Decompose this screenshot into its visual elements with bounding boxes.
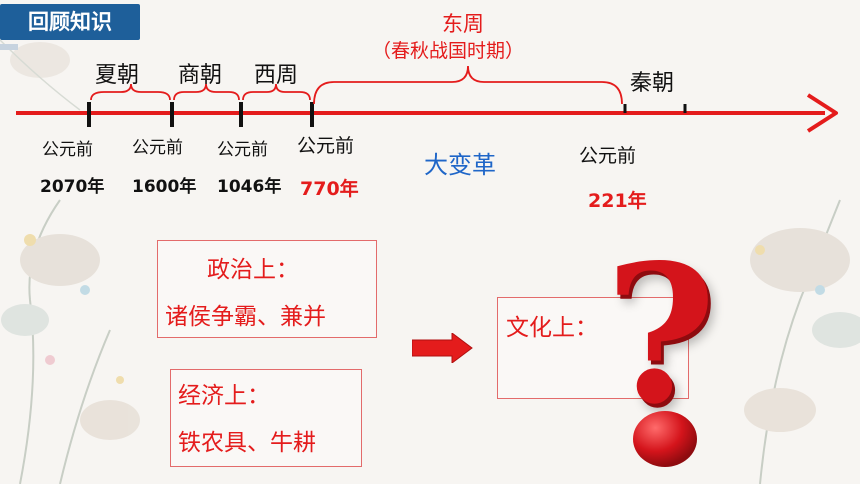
badge-tab bbox=[0, 44, 18, 50]
dongzhou-period: （春秋战国时期） bbox=[372, 40, 525, 62]
brace-shang bbox=[173, 83, 240, 101]
political-title: 政治上： bbox=[207, 257, 299, 283]
economic-box bbox=[170, 369, 362, 467]
timeline-arrowhead bbox=[806, 93, 838, 133]
great-change-label: 大变革 bbox=[424, 151, 496, 179]
date-year-1046: 1046年 bbox=[217, 177, 282, 197]
date-year-1600: 1600年 bbox=[132, 177, 197, 197]
brace-dongzhou bbox=[313, 65, 623, 105]
date-label-1600: 公元前 bbox=[132, 138, 183, 158]
dynasty-xizhou: 西周 bbox=[254, 63, 299, 88]
dynasty-dongzhou: 东周 bbox=[442, 12, 484, 36]
right-arrow-icon bbox=[412, 333, 473, 363]
dynasty-xia: 夏朝 bbox=[95, 63, 140, 88]
brace-xia bbox=[90, 83, 171, 101]
question-mark-icon: ? bbox=[605, 223, 717, 446]
date-label-2070: 公元前 bbox=[42, 140, 93, 160]
question-mark-dot bbox=[633, 411, 697, 467]
economic-content: 铁农具、牛耕 bbox=[178, 430, 316, 456]
dynasty-qin: 秦朝 bbox=[630, 71, 675, 96]
date-label-770: 公元前 bbox=[297, 135, 355, 157]
political-content: 诸侯争霸、兼并 bbox=[165, 304, 326, 330]
dynasty-shang: 商朝 bbox=[178, 63, 223, 88]
date-label-1046: 公元前 bbox=[217, 140, 268, 160]
date-year-221: 221年 bbox=[588, 190, 647, 212]
cultural-title: 文化上： bbox=[506, 315, 598, 341]
economic-title: 经济上： bbox=[178, 383, 270, 409]
date-year-2070: 2070年 bbox=[40, 177, 105, 197]
cultural-box bbox=[497, 297, 689, 399]
brace-xizhou bbox=[242, 83, 311, 101]
political-box bbox=[157, 240, 377, 338]
date-year-770: 770年 bbox=[300, 178, 359, 200]
date-label-221: 公元前 bbox=[579, 145, 637, 167]
review-badge: 回顾知识 bbox=[0, 4, 140, 40]
